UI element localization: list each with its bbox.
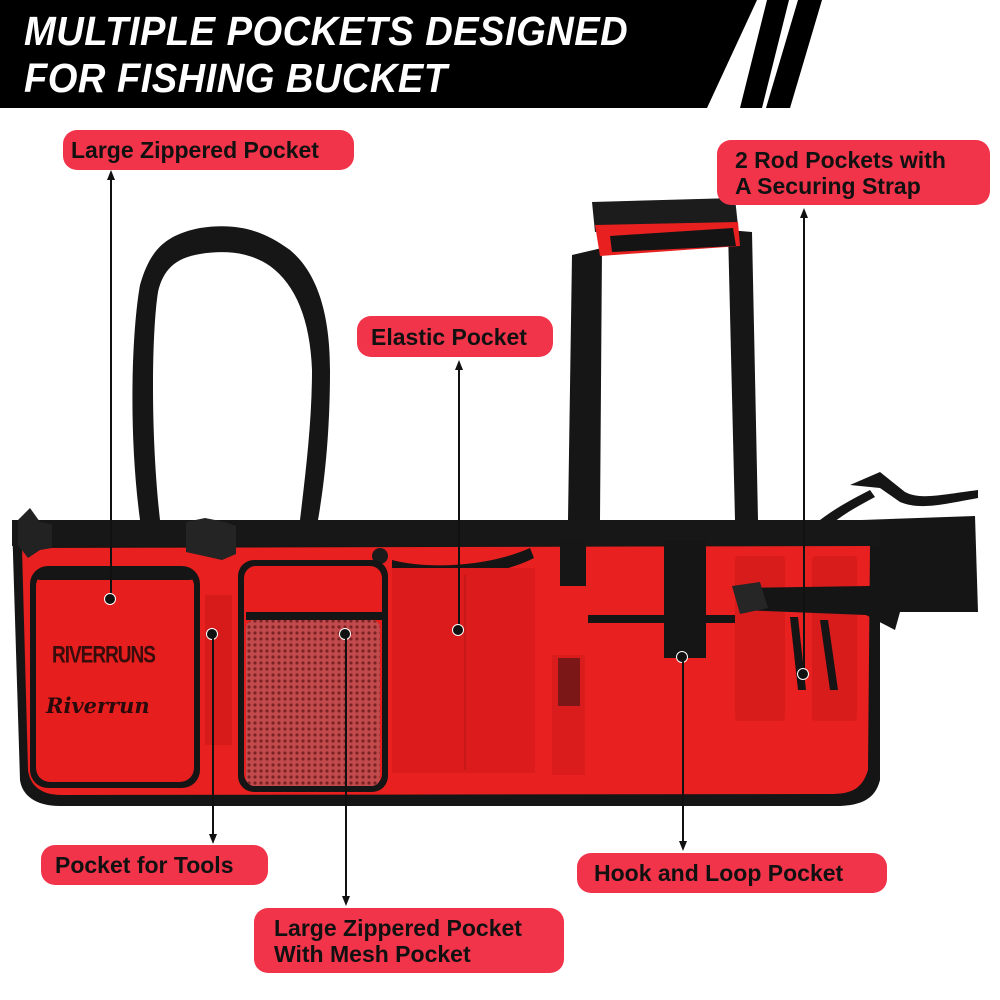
arrow-down-icon [679,841,687,851]
callout-hook-loop-pocket: Hook and Loop Pocket [577,853,887,893]
right-handle-right-strap [728,230,758,520]
velcro-wing [862,516,978,612]
callout-text-line-2: With Mesh Pocket [274,940,471,967]
callout-line [212,636,214,836]
callout-large-zippered-pocket: Large Zippered Pocket [63,130,354,170]
front-buckle-1 [186,518,236,560]
callout-line [345,636,347,898]
callout-elastic-pocket: Elastic Pocket [357,316,553,357]
left-handle-strap [132,226,330,520]
callout-text-line-1: Large Zippered Pocket [274,914,522,941]
title-banner: MULTIPLE POCKETS DESIGNED FOR FISHING BU… [0,0,1000,108]
callout-rod-pockets: 2 Rod Pockets with A Securing Strap [717,140,990,205]
callout-dot [104,593,116,605]
rod-pocket-1 [735,556,785,721]
brand-fish-logo: RIVERRUNS [52,642,156,669]
banner-title-line-1: MULTIPLE POCKETS DESIGNED [24,8,629,54]
callout-line [803,216,805,676]
brand-script-logo: Riverrun [46,693,150,718]
callout-text: Elastic Pocket [371,323,527,350]
banner-title-line-2: FOR FISHING BUCKET [24,55,448,101]
arrow-down-icon [209,834,217,844]
callout-pocket-for-tools: Pocket for Tools [41,845,268,885]
callout-text: Large Zippered Pocket [71,137,319,163]
callout-dot [797,668,809,680]
callout-text: Pocket for Tools [55,852,234,878]
top-webbing [12,520,880,546]
arrow-up-icon [455,360,463,370]
elastic-pocket-shape [392,568,535,773]
large-zippered-pocket-shape [36,572,194,782]
right-handle-left-strap [568,248,602,520]
callout-text: Hook and Loop Pocket [594,860,844,886]
arrow-up-icon [107,170,115,180]
banner-shape [0,0,822,108]
callout-text-line-2: A Securing Strap [735,172,921,199]
arrow-up-icon [800,208,808,218]
hook-loop-strap [664,540,706,658]
callout-text-line-1: 2 Rod Pockets with [735,146,946,173]
callout-dot [452,624,464,636]
rod-pocket-2 [812,556,857,721]
arrow-down-icon [342,896,350,906]
banner-title: MULTIPLE POCKETS DESIGNED FOR FISHING BU… [24,8,628,102]
callout-line [682,659,684,843]
left-side-buckle [18,508,52,558]
mesh-pocket-shape [246,620,380,786]
tools-pocket-shape [205,595,232,745]
callout-line [110,178,112,600]
callout-line [458,368,460,630]
callout-mesh-pocket: Large Zippered Pocket With Mesh Pocket [254,908,564,973]
